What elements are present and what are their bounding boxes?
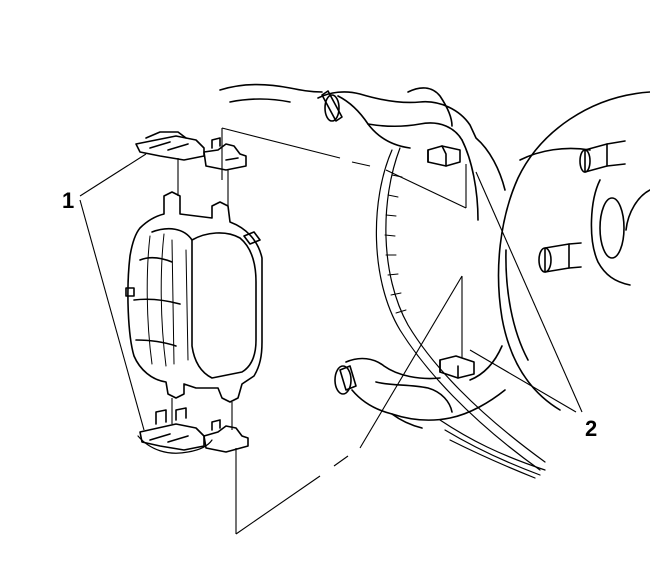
pad-retainer-clip-bottom (138, 408, 248, 453)
brake-rotor (376, 92, 650, 478)
callout-label-2: 2 (585, 416, 598, 441)
wheel-stud-bottom (539, 243, 581, 272)
caliper-bracket-top (220, 85, 505, 221)
caliper-bracket-bottom (335, 346, 505, 428)
wheel-hub (591, 180, 650, 285)
pad-retainer-clip-top (136, 132, 246, 170)
rotor-vents (385, 175, 406, 313)
wheel-stud-top (580, 141, 625, 172)
callout-label-1: 1 (62, 188, 75, 213)
leader-lines (80, 128, 582, 534)
brake-pad (126, 192, 262, 402)
